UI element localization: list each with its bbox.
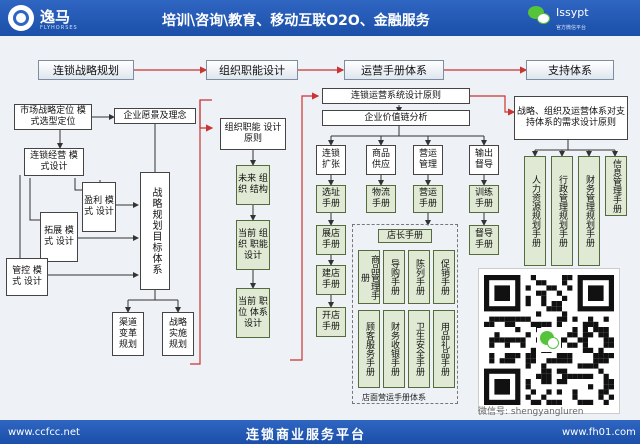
sm-item-7-text: 用品礼品手册 bbox=[439, 322, 449, 376]
wechat-subtitle: 官方微信平台 bbox=[556, 25, 587, 31]
footer-left-url[interactable]: www.ccfcc.net bbox=[8, 427, 80, 438]
profit-model-box: 盈利 模式 设计 bbox=[82, 182, 116, 232]
goods-supply-box: 商品 供应 bbox=[366, 145, 396, 175]
section-header-org: 组织职能设计 bbox=[206, 60, 298, 80]
sm-item-1: 导购手册 bbox=[383, 250, 405, 304]
ops-principle-box: 连锁运营系统设计原则 bbox=[322, 88, 470, 104]
value-chain-box: 企业价值链分析 bbox=[322, 110, 470, 126]
implement-plan-box: 战略 实施 规划 bbox=[162, 312, 194, 356]
sm-item-4-text: 顾客服务手册 bbox=[364, 322, 374, 376]
logo-text: 逸马 bbox=[40, 8, 71, 26]
channel-plan-box: 渠道 变革 规划 bbox=[112, 312, 144, 356]
sm-item-6-text: 卫生安全手册 bbox=[414, 322, 424, 376]
ops-manual-box: 营运 手册 bbox=[413, 185, 443, 213]
current-org-box: 当前 组织 职能 设计 bbox=[236, 220, 270, 270]
logo-icon bbox=[8, 5, 34, 31]
chain-expand-box: 连锁 扩张 bbox=[316, 145, 346, 175]
wechat-icon bbox=[528, 6, 552, 26]
strategy-goal-box: 战略规划目标体系 bbox=[140, 172, 170, 290]
wechat-name: Issypt bbox=[556, 6, 589, 19]
qr-code-pattern bbox=[484, 275, 614, 405]
control-model-box: 管控 模式 设计 bbox=[6, 258, 48, 296]
training-manual-box: 训练 手册 bbox=[469, 185, 499, 213]
sm-item-1-text: 导购手册 bbox=[389, 259, 399, 295]
support-item-0: 人力资源规划手册 bbox=[524, 156, 546, 266]
section-header-support: 支持体系 bbox=[526, 60, 614, 80]
sm-item-2: 陈列手册 bbox=[408, 250, 430, 304]
section-header-strategy: 连锁战略规划 bbox=[38, 60, 134, 80]
sm-item-0-text: 商品管理手册 bbox=[359, 254, 379, 300]
sm-item-0: 商品管理手册 bbox=[358, 250, 380, 304]
vision-box: 企业愿景及理念 bbox=[114, 108, 196, 124]
site-manual-box: 选址 手册 bbox=[316, 185, 346, 213]
logo-subtext: FLYHORSES bbox=[40, 25, 78, 31]
ops-manage-box: 营运 管理 bbox=[413, 145, 443, 175]
store-manager-manual-box: 店长手册 bbox=[378, 229, 432, 243]
strategy-goal-text: 战略规划目标体系 bbox=[150, 187, 161, 275]
expo-manual-box: 展店 手册 bbox=[316, 225, 346, 255]
store-manual-group bbox=[352, 224, 458, 404]
support-item-1-text: 行政管理规划手册 bbox=[557, 175, 567, 247]
sm-item-4: 顾客服务手册 bbox=[358, 310, 380, 388]
current-position-box: 当前 职位 体系 设计 bbox=[236, 288, 270, 338]
supervise-manual-box: 督导 手册 bbox=[469, 225, 499, 255]
footer-right-url[interactable]: www.fh01.com bbox=[562, 427, 636, 438]
sm-item-3-text: 促销手册 bbox=[439, 259, 449, 295]
footer-title: 连锁商业服务平台 bbox=[246, 428, 367, 443]
support-item-3: 信息管理手册 bbox=[605, 156, 627, 216]
support-item-1: 行政管理规划手册 bbox=[551, 156, 573, 266]
sm-item-5: 财务收银手册 bbox=[383, 310, 405, 388]
org-design-principle-box: 组织职能 设计原则 bbox=[220, 118, 286, 150]
future-org-box: 未来 组织 结构 bbox=[236, 165, 270, 205]
sm-item-3: 促销手册 bbox=[433, 250, 455, 304]
output-supervise-box: 输出 督导 bbox=[469, 145, 499, 175]
section-header-ops: 运营手册体系 bbox=[344, 60, 444, 80]
sm-item-6: 卫生安全手册 bbox=[408, 310, 430, 388]
sm-item-5-text: 财务收银手册 bbox=[389, 322, 399, 376]
header-bar: 逸马 FLYHORSES 培训\咨询\教育、移动互联O2O、金融服务 Issyp… bbox=[0, 0, 640, 36]
market-position-box: 市场战略定位 模式选型定位 bbox=[14, 104, 92, 130]
qr-code-image bbox=[478, 268, 620, 414]
footer-bar: www.ccfcc.net 连锁商业服务平台 www.fh01.com bbox=[0, 420, 640, 444]
expand-model-box: 拓展 模式 设计 bbox=[40, 212, 78, 262]
open-manual-box: 开店 手册 bbox=[316, 307, 346, 337]
support-principle-box: 战略、组织及运营体系对支持体系的需求设计原则 bbox=[514, 96, 628, 140]
sm-item-2-text: 陈列手册 bbox=[414, 259, 424, 295]
logistics-manual-box: 物流 手册 bbox=[366, 185, 396, 213]
sm-item-7: 用品礼品手册 bbox=[433, 310, 455, 388]
support-item-2-text: 财务管理规划手册 bbox=[584, 175, 594, 247]
ops-model-box: 连锁经营 模式设计 bbox=[24, 148, 84, 176]
support-item-2: 财务管理规划手册 bbox=[578, 156, 600, 266]
build-manual-box: 建店 手册 bbox=[316, 265, 346, 295]
watermark-text: 微信号: shengyangluren bbox=[478, 407, 584, 417]
header-title: 培训\咨询\教育、移动互联O2O、金融服务 bbox=[162, 13, 430, 29]
support-item-3-text: 信息管理手册 bbox=[611, 159, 621, 213]
support-item-0-text: 人力资源规划手册 bbox=[530, 175, 540, 247]
store-system-label: 店面营运手册体系 bbox=[362, 393, 426, 402]
